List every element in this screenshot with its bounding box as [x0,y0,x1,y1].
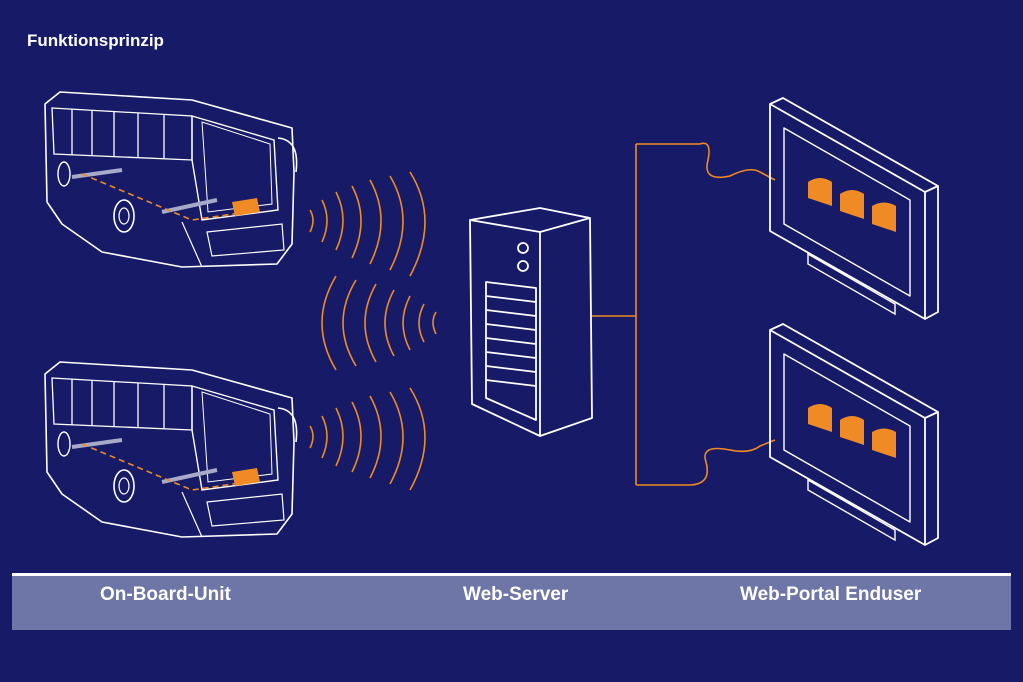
footer-label-bar [12,573,1011,630]
monitor-icon-top [769,97,939,320]
monitor-icon-bottom [769,323,939,546]
label-web-server: Web-Server [463,584,569,605]
network-connection [592,142,776,486]
bus-icon-top [43,90,299,269]
wifi-signal-icon [309,171,437,491]
label-on-board-unit: On-Board-Unit [100,584,231,605]
bus-icon-bottom [43,360,299,539]
label-web-portal: Web-Portal Enduser [740,584,922,605]
server-icon [469,207,593,437]
diagram-title: Funktionsprinzip [27,31,164,50]
